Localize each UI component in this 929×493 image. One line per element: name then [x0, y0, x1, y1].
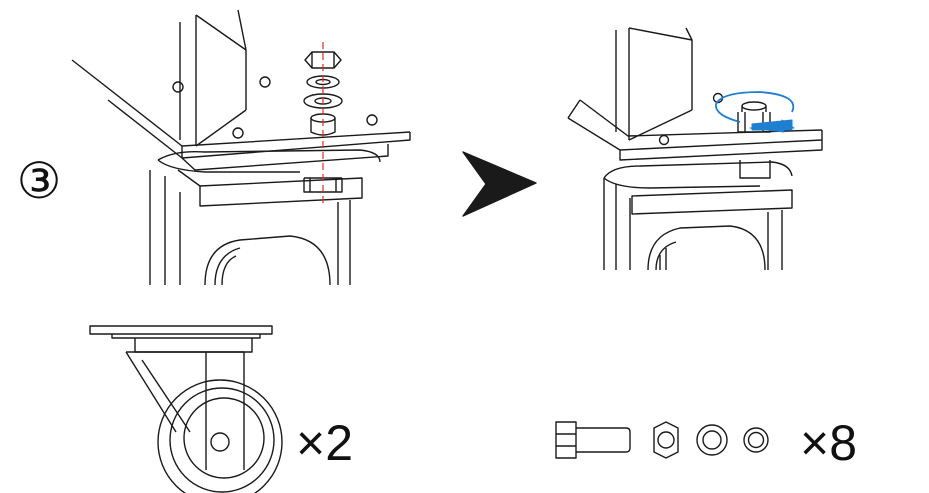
- tighten-rotation-arrow-icon: [715, 91, 795, 123]
- spring-washer-part-icon: [743, 427, 769, 453]
- caster-wheel-partial: [204, 235, 331, 286]
- next-step-arrow-icon: [462, 151, 537, 217]
- table-leg: [179, 9, 247, 147]
- hardware-quantity-label: ×8: [800, 415, 858, 471]
- after-assembly-view: [567, 27, 823, 271]
- step-number-badge: ③: [16, 152, 62, 210]
- caster-wheel-icon: [89, 325, 283, 493]
- hex-bolt-icon: [555, 421, 631, 459]
- hardware-parts: [555, 421, 769, 459]
- before-assembly-view: [71, 9, 411, 286]
- caster-mount-assembled: [603, 160, 793, 270]
- flat-washer-part-icon: [696, 424, 728, 456]
- hex-bolt-head-icon: [303, 178, 343, 193]
- caster-mount-plate: [149, 149, 381, 285]
- hex-nut-part-icon: [653, 421, 679, 459]
- tabletop-plate: [71, 59, 411, 171]
- table-leg-assembled: [615, 27, 693, 141]
- tabletop-plate-assembled: [567, 92, 823, 161]
- caster-wheel-assembled: [647, 225, 766, 271]
- caster-quantity-label: ×2: [296, 415, 354, 471]
